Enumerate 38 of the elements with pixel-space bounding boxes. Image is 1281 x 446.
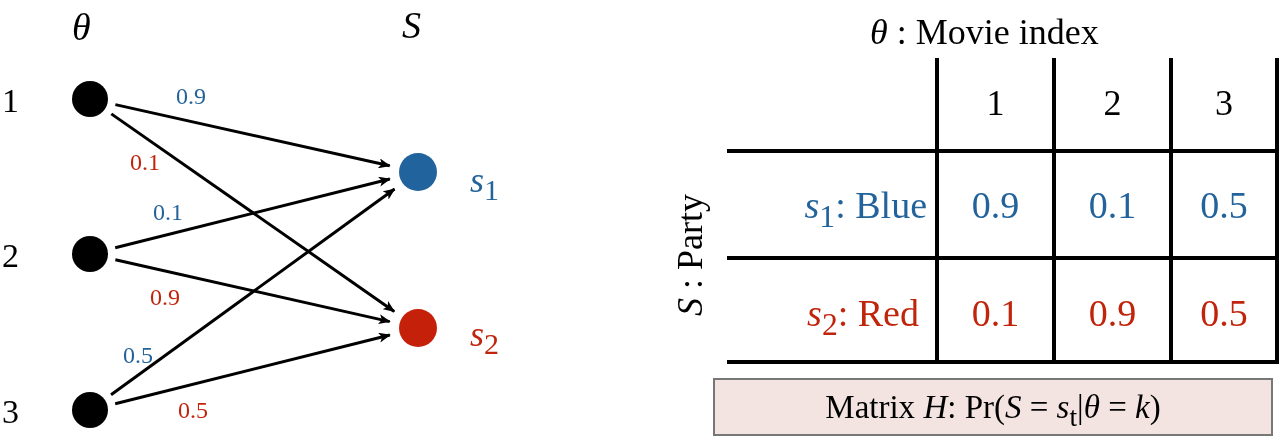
table-cell-text: 0.1 [1087,186,1138,224]
node-label: 2 [2,239,19,273]
node-label: s$_{1}$ [470,162,499,206]
table-cell-text: 0.9 [970,186,1021,224]
node-circle [399,309,437,347]
column-heading: S [402,6,421,44]
arrow [110,187,396,396]
table-cell-text: 0.5 [1199,294,1249,332]
node-circle [399,153,437,191]
edge-label: 0.5 [123,343,153,367]
table-header: 1 [985,85,1006,121]
column-heading: θ [72,8,91,46]
caption-box: Matrix H: Pr(S = s$_{t}$|θ = k) [713,378,1273,436]
row-header: s$_{2}$: Red [806,294,919,341]
node-circle [72,392,108,428]
table-cell-text: 0.1 [970,294,1021,332]
node-circle [72,236,108,272]
row-header: s$_{1}$: Blue [803,186,927,233]
axis-title: S : Party [672,194,708,316]
arrow [115,103,391,169]
table-cell-text: 0.5 [1199,186,1249,224]
node-circle [72,81,108,117]
node-label: 3 [2,395,19,429]
edge-label: 0.9 [150,285,180,309]
arrow [110,112,396,313]
table-title: θ : Movie index [870,14,1099,50]
arrow [114,332,391,406]
edge-label: 0.5 [178,398,208,422]
node-label: s$_{2}$ [470,316,499,360]
edge-label: 0.9 [176,84,206,108]
edge-label: 0.1 [130,150,160,174]
table-header: 2 [1102,85,1123,121]
node-label: 1 [2,84,19,118]
table-header: 3 [1214,85,1234,121]
table-cell-text: 0.9 [1087,294,1138,332]
arrow [114,176,391,250]
edge-label: 0.1 [153,200,183,224]
arrow [115,258,391,325]
